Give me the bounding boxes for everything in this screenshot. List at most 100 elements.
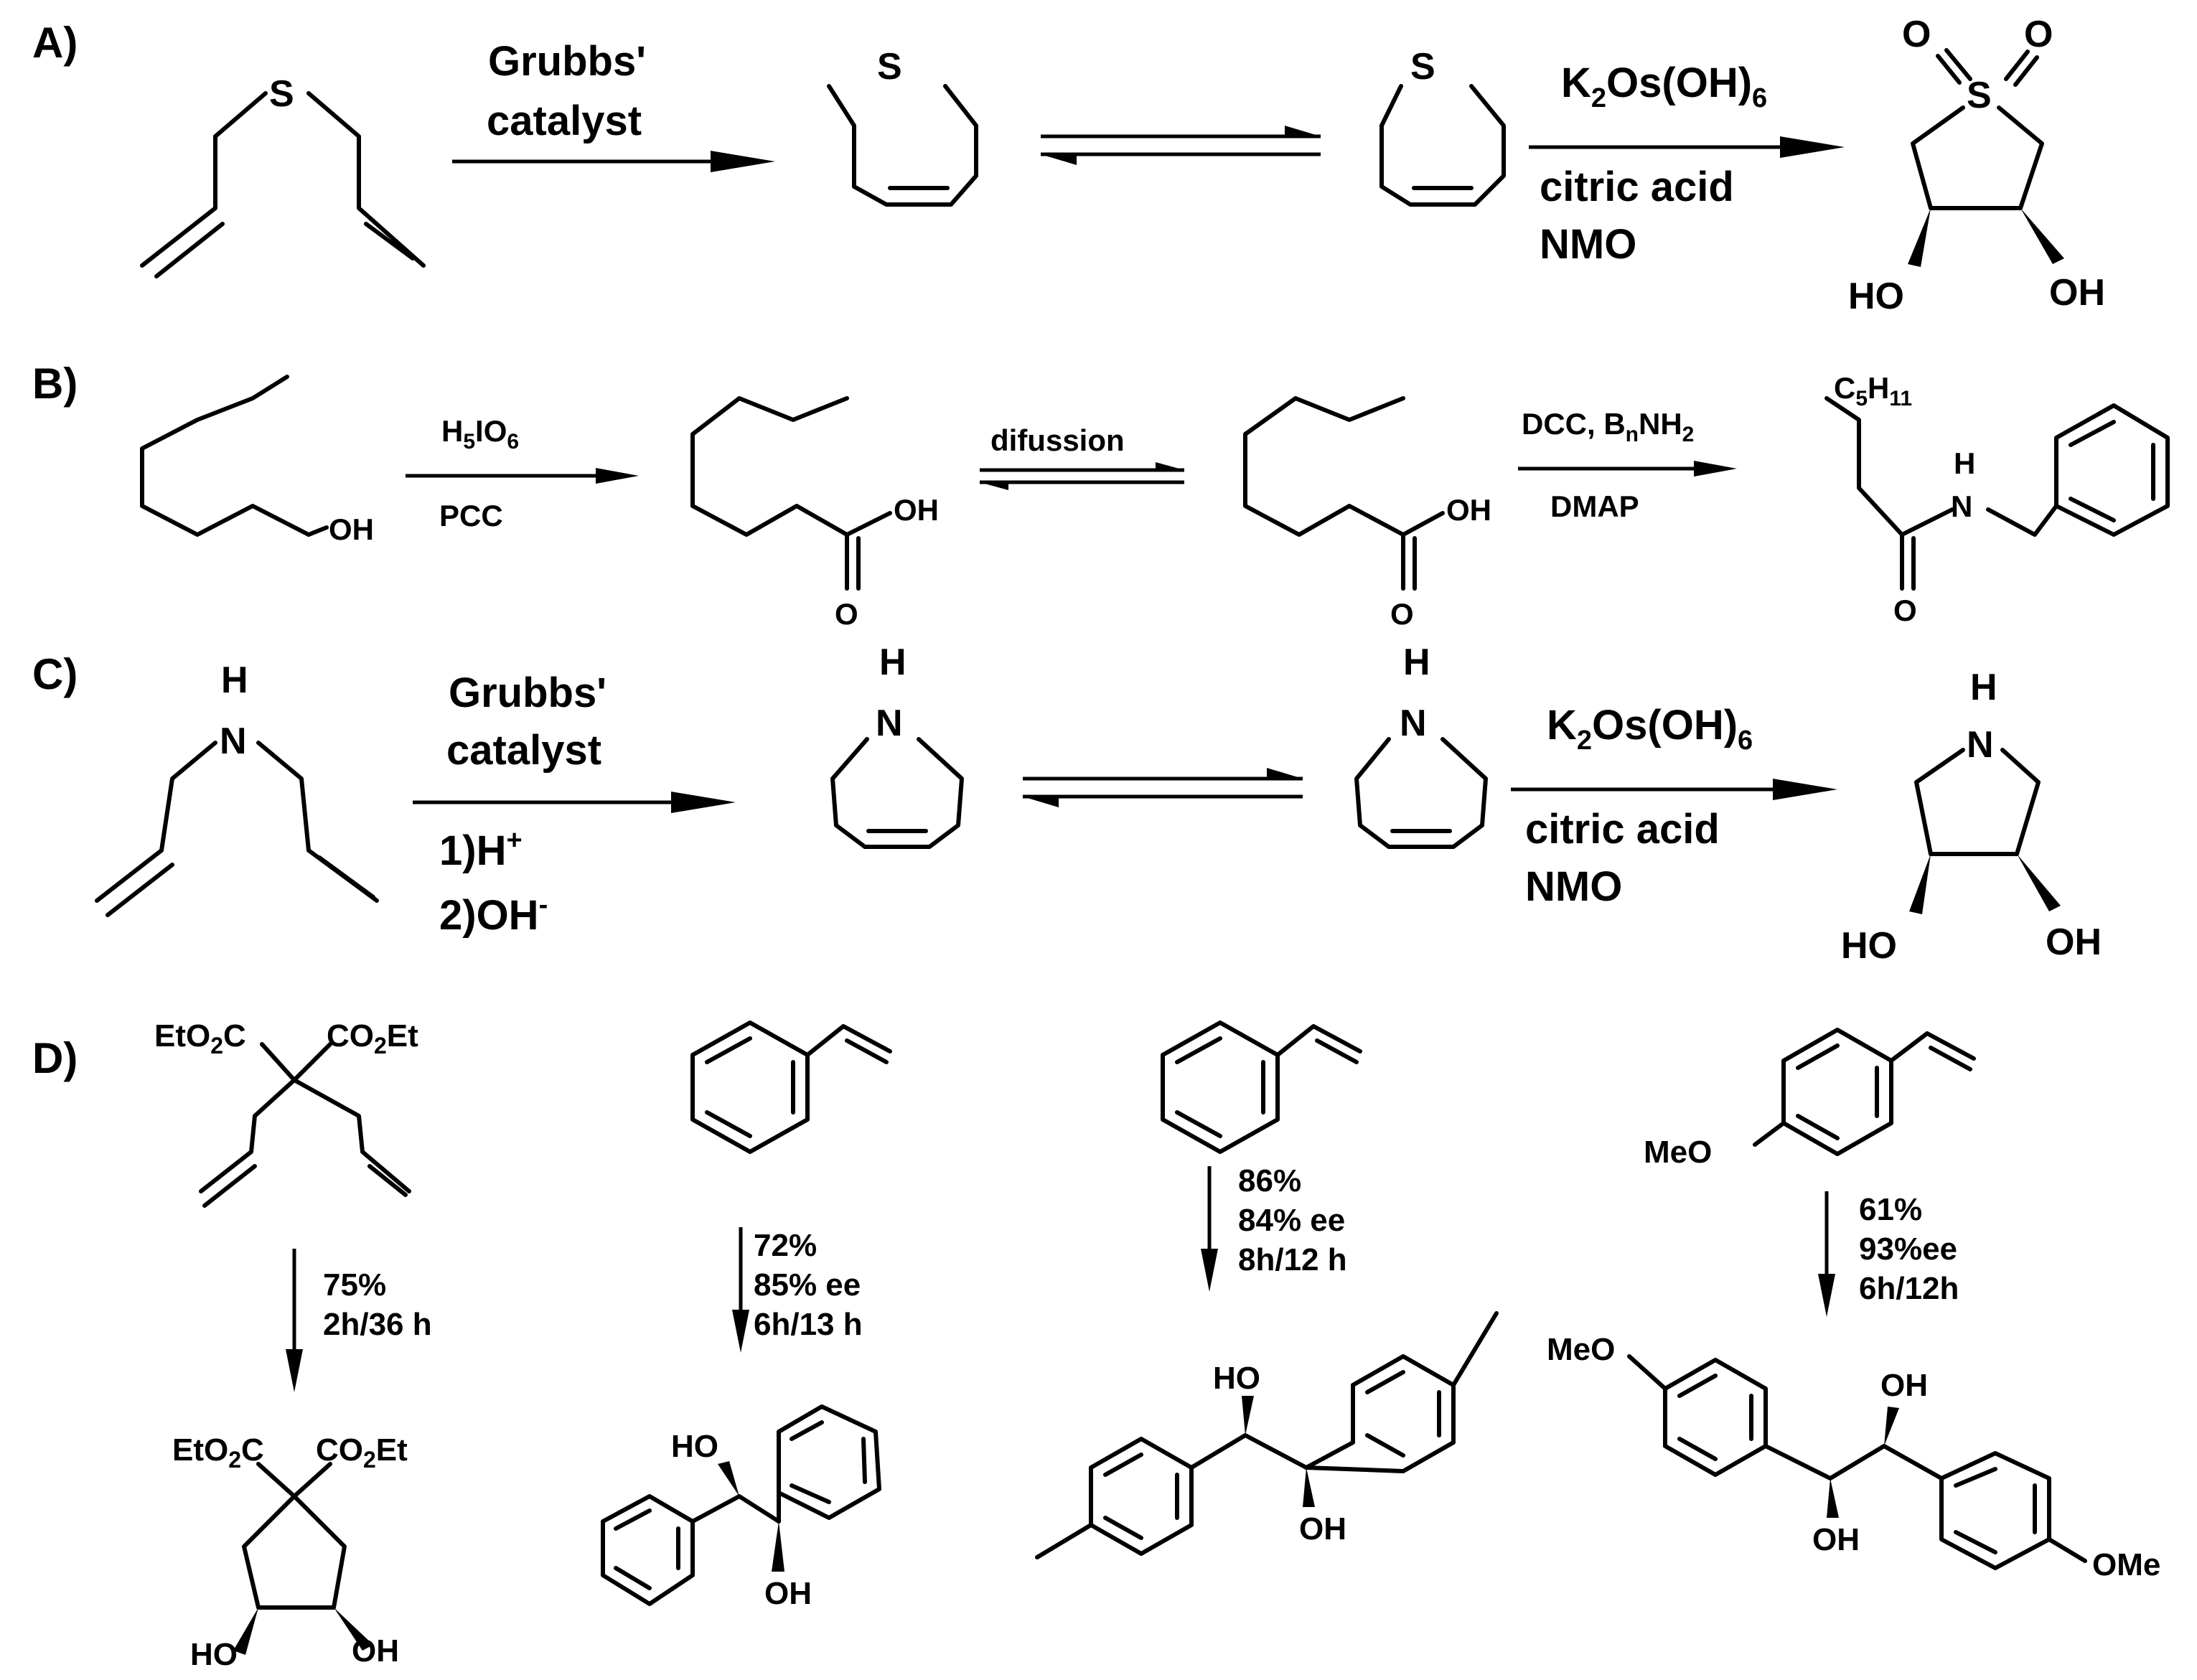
reagent-c1-base: 2)OH-: [439, 890, 548, 939]
atom-sulfur: S: [269, 73, 294, 115]
d2-yield: 72%: [754, 1228, 817, 1263]
arrow-c1: Grubbs' catalyst 1)H+ 2)OH-: [413, 670, 736, 939]
pyrrolidine-diol: H N HO OH: [1841, 667, 2102, 967]
arrow-d2: 72% 85% ee 6h/13 h: [732, 1227, 863, 1353]
reagent-c2-line3: NMO: [1525, 863, 1622, 910]
d3-ee: 84% ee: [1238, 1203, 1345, 1238]
diallylamine: H N: [95, 660, 379, 917]
benzyl-amide: C5H11 H N O: [1824, 371, 2170, 627]
arrow-d4: 61% 93%ee 6h/12h: [1818, 1191, 1959, 1317]
atom-sulfur-ring-1: S: [877, 46, 902, 88]
product-ester-left: EtO2C: [172, 1432, 264, 1473]
atom-oxo-right: O: [2024, 14, 2053, 55]
atom-amide-n: N: [1951, 489, 1972, 523]
hydroxyl-c-left: HO: [1841, 925, 1897, 967]
atom-pyrrolidine-n: N: [1967, 724, 1994, 766]
reagent-b2-dcc: DCC, BnNH2: [1522, 407, 1694, 446]
d4-hydroxyl-top: OH: [1880, 1368, 1928, 1403]
atom-oxo-left: O: [1902, 14, 1931, 55]
dimethyl-hydrobenzoin: HO OH: [1035, 1311, 1499, 1559]
equilibrium-b-label: difussion: [990, 423, 1125, 457]
arrow-b1: H5IO6 PCC: [406, 414, 639, 532]
d2-time: 6h/13 h: [754, 1307, 863, 1342]
d1-hydroxyl-left: HO: [190, 1637, 238, 1672]
equilibrium-c: [1023, 768, 1303, 807]
panel-label-d: D): [32, 1034, 78, 1082]
d1-hydroxyl-right: OH: [352, 1633, 399, 1669]
d3-hydroxyl-top: HO: [1213, 1361, 1260, 1396]
reagent-a1-line2: catalyst: [487, 98, 642, 144]
atom-pyrrolidine-h: H: [1970, 667, 1997, 708]
hydroxyl-left: HO: [1848, 276, 1904, 317]
panel-label-b: B): [32, 360, 78, 408]
reagent-a2-osmate: K2Os(OH)6: [1561, 60, 1767, 113]
d3-time: 8h/12 h: [1238, 1242, 1347, 1277]
hydroxyl-c-right: OH: [2046, 921, 2102, 963]
d1-yield: 75%: [323, 1267, 386, 1303]
hydroxyl-right: OH: [2049, 272, 2105, 314]
pyrroline-1: H N: [830, 642, 964, 849]
atom-hydroxyl-acid-2: OH: [1446, 493, 1491, 527]
reagent-b1-periodic: H5IO6: [441, 414, 519, 454]
reagent-a2-line3: NMO: [1540, 221, 1636, 268]
d4-product-methoxy-right: OMe: [2092, 1547, 2160, 1582]
octanoic-acid-1: OH O: [690, 396, 939, 631]
reagent-c1-line2: catalyst: [446, 727, 601, 774]
reagent-c1-line1: Grubbs': [449, 670, 606, 716]
arrow-d1: 75% 2h/36 h: [286, 1249, 432, 1392]
methoxystyrene: MeO: [1644, 1028, 1976, 1170]
panel-label-c: C): [32, 650, 78, 698]
diallyl-sulfide: S: [140, 73, 426, 278]
arrow-b2: DCC, BnNH2 DMAP: [1518, 407, 1737, 523]
atom-sulfur-sulfone: S: [1967, 75, 1992, 116]
d1-time: 2h/36 h: [323, 1307, 432, 1342]
atom-carbonyl-acid-1: O: [835, 597, 858, 631]
reagent-c1-acid: 1)H+: [439, 825, 523, 874]
arrow-a1: Grubbs' catalyst: [452, 38, 775, 172]
equilibrium-b: difussion: [980, 423, 1184, 490]
ester-right: CO2Et: [327, 1018, 418, 1059]
alkyl-c5h11: C5H11: [1834, 371, 1912, 410]
reagent-a1-line1: Grubbs': [488, 38, 646, 85]
ester-left: EtO2C: [154, 1018, 246, 1059]
d4-product-methoxy-left: MeO: [1547, 1332, 1615, 1367]
styrene-1: [690, 1020, 892, 1154]
arrow-d3: 86% 84% ee 8h/12 h: [1201, 1163, 1347, 1292]
atom-hydroxyl-octanol: OH: [329, 512, 374, 546]
atom-amine-h: H: [221, 660, 248, 701]
d3-yield: 86%: [1238, 1163, 1301, 1198]
octanol: OH: [140, 375, 374, 546]
dihydrothiophene-2: S: [1379, 46, 1506, 207]
atom-hydroxyl-acid-1: OH: [894, 493, 939, 527]
pyrroline-2: H N: [1354, 642, 1488, 849]
reagent-b2-dmap: DMAP: [1550, 489, 1639, 523]
d2-ee: 85% ee: [754, 1267, 861, 1303]
reagent-b1-pcc: PCC: [439, 499, 503, 532]
d4-methoxy: MeO: [1644, 1135, 1712, 1170]
reagent-c2-line2: citric acid: [1525, 806, 1720, 853]
atom-amide-o: O: [1893, 593, 1917, 627]
octanoic-acid-2: OH O: [1243, 396, 1491, 631]
atom-carbonyl-acid-2: O: [1390, 597, 1414, 631]
styrene-2: [1161, 1020, 1362, 1154]
d4-time: 6h/12h: [1859, 1271, 1959, 1306]
d4-hydroxyl-bottom: OH: [1812, 1522, 1860, 1557]
atom-pyrroline-1-h: H: [879, 642, 907, 683]
atom-amide-h: H: [1954, 446, 1975, 480]
d2-hydroxyl-top: HO: [671, 1429, 718, 1464]
atom-pyrroline-2-n: N: [1400, 703, 1427, 744]
arrow-c2: K2Os(OH)6 citric acid NMO: [1511, 702, 1837, 910]
d4-ee: 93%ee: [1859, 1231, 1957, 1267]
diethyl-diallylmalonate: EtO2C CO2Et: [154, 1018, 418, 1208]
sulfolane-diol: S O O HO OH: [1848, 14, 2105, 317]
panel-label-a: A): [32, 19, 78, 67]
atom-sulfur-ring-2: S: [1410, 46, 1435, 88]
equilibrium-a: [1041, 126, 1321, 165]
cyclopentane-diol: EtO2C CO2Et HO OH: [172, 1432, 408, 1672]
d2-hydroxyl-bottom: OH: [764, 1576, 812, 1611]
arrow-a2: K2Os(OH)6 citric acid NMO: [1529, 60, 1845, 268]
atom-pyrroline-2-h: H: [1403, 642, 1430, 683]
atom-amine-n: N: [220, 721, 247, 762]
d4-yield: 61%: [1859, 1192, 1922, 1227]
